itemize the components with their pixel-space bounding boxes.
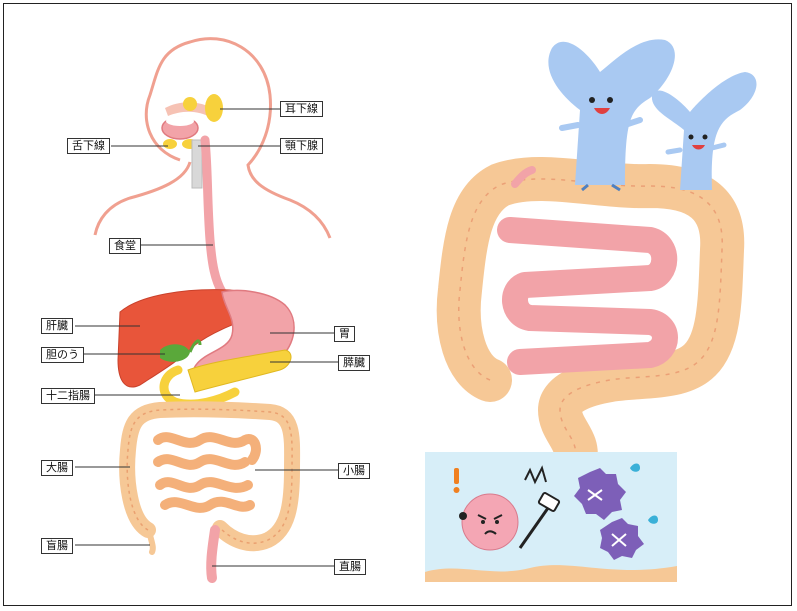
bad-bacteria-2 bbox=[600, 518, 644, 560]
mallet-icon bbox=[518, 465, 561, 549]
gallbladder bbox=[160, 344, 190, 362]
label-parotid: 耳下線 bbox=[280, 101, 323, 117]
sweat-drop-icon bbox=[630, 463, 658, 524]
bad-bacteria-1 bbox=[574, 468, 626, 520]
label-gallbladder: 胆のう bbox=[41, 347, 84, 363]
colon-inner bbox=[497, 217, 678, 375]
sublingual-gland bbox=[163, 139, 177, 149]
label-large-intestine: 大腸 bbox=[41, 460, 73, 476]
bacteria-panel bbox=[425, 452, 677, 582]
label-small-intestine: 小腸 bbox=[338, 463, 370, 479]
esophagus bbox=[200, 135, 227, 297]
colon-illustration bbox=[436, 156, 745, 482]
label-stomach: 胃 bbox=[334, 326, 355, 342]
label-sublingual: 舌下線 bbox=[67, 138, 110, 154]
blue-character-small bbox=[651, 72, 757, 190]
label-pancreas: 膵臓 bbox=[338, 355, 370, 371]
large-intestine bbox=[119, 401, 301, 552]
label-esophagus: 食堂 bbox=[109, 238, 141, 254]
small-intestine bbox=[153, 432, 261, 513]
label-rectum: 直腸 bbox=[334, 559, 366, 575]
liver bbox=[117, 289, 260, 388]
cecum bbox=[147, 532, 156, 555]
label-submandibular: 顎下腺 bbox=[280, 138, 323, 154]
label-liver: 肝臓 bbox=[41, 318, 73, 334]
exclamation-icon bbox=[453, 468, 460, 493]
leader-lines bbox=[75, 108, 340, 567]
label-cecum: 盲腸 bbox=[41, 538, 73, 554]
pancreas bbox=[187, 349, 292, 393]
label-duodenum: 十二指腸 bbox=[41, 388, 95, 404]
parotid-gland bbox=[205, 94, 223, 122]
blue-character-large bbox=[548, 39, 675, 192]
body-outline bbox=[144, 37, 332, 239]
good-bacteria bbox=[461, 493, 519, 551]
rectum bbox=[206, 525, 220, 583]
